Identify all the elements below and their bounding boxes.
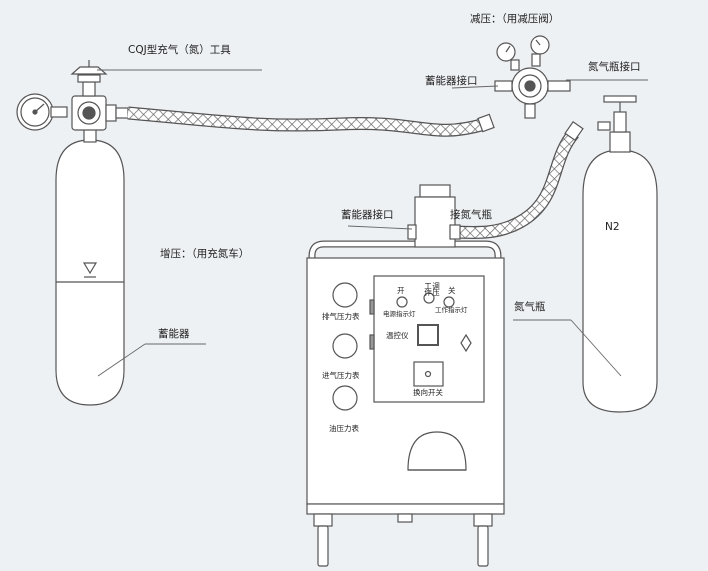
work-label: 工作	[423, 282, 433, 295]
hose-end-fitting	[477, 113, 495, 133]
inlet-gauge-label: 进气压力表	[322, 371, 360, 380]
nitrogen-bottle-label: 氮气瓶	[514, 301, 546, 313]
exhaust-gauge-icon	[332, 282, 358, 308]
reducing-label: 减压：（用减压阀）	[470, 13, 560, 25]
reducing-valve	[494, 35, 571, 119]
oil-gauge-icon	[332, 385, 358, 411]
accumulator-port-top-label: 蓄能器接口	[425, 75, 478, 87]
open-label: 开	[397, 286, 405, 295]
nitrogen-port-top-label: 氮气瓶接口	[588, 61, 641, 73]
cqj-tool-label: CQJ型充气（氮）工具	[128, 44, 231, 56]
accumulator-port-label: 蓄能器接口	[341, 209, 394, 221]
oil-gauge-label: 油压力表	[329, 424, 359, 433]
leader-lines	[97, 69, 648, 377]
nitrogen-bottle	[582, 95, 658, 413]
nitrogen-connect-label: 接氮气瓶	[450, 209, 492, 221]
exhaust-gauge-label: 排气压力表	[322, 312, 360, 321]
temp-control-label: 温控仪	[386, 331, 409, 340]
accumulator-label: 蓄能器	[158, 328, 190, 340]
close-label: 关	[448, 286, 456, 295]
reverse-switch-label: 换向开关	[413, 388, 443, 397]
work-light-label: 工作指示灯	[435, 306, 468, 314]
boost-label: 增压：（用充氮车）	[160, 248, 250, 260]
cqj-charging-tool	[16, 60, 129, 131]
power-light-label: 电源指示灯	[383, 310, 416, 318]
adjust-label: 调压	[431, 282, 441, 295]
accumulator-vessel	[55, 127, 125, 406]
n2-label: N2	[605, 221, 620, 233]
nitrogen-cart	[306, 184, 505, 567]
inlet-gauge-icon	[332, 333, 358, 359]
